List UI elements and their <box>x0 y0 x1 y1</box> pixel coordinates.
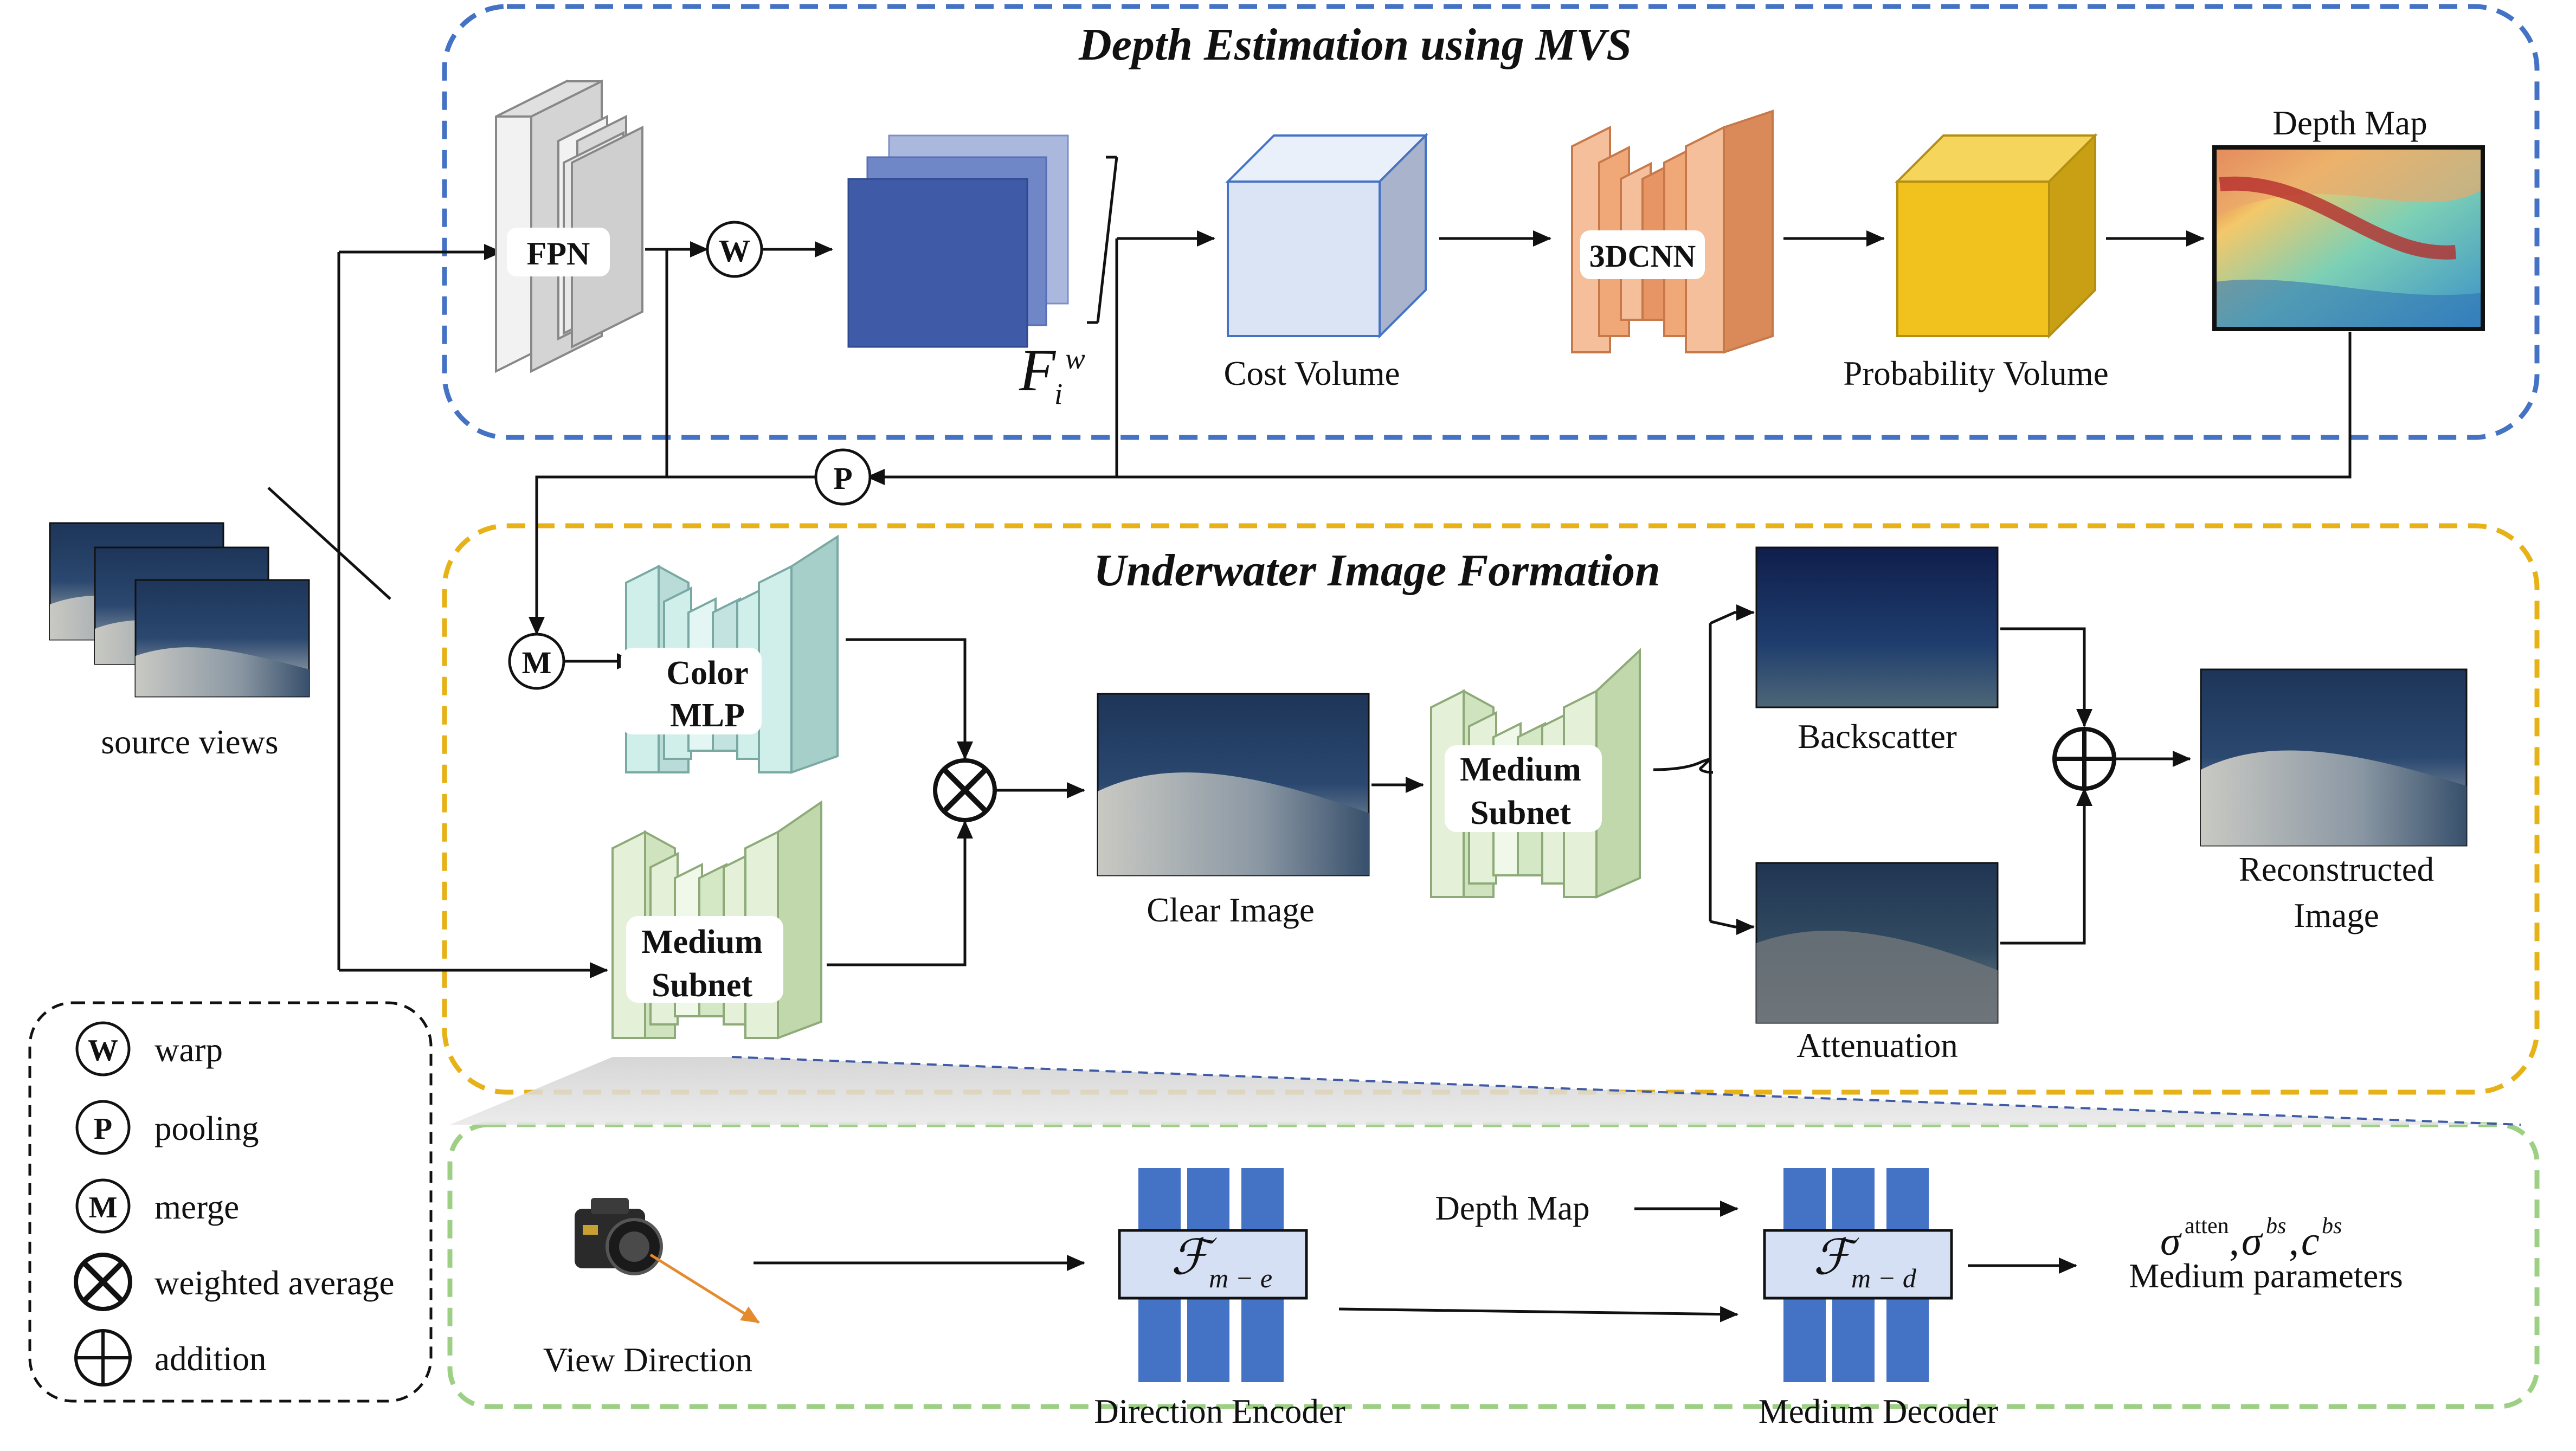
direction-encoder-block: ℱ m − e <box>1118 1168 1308 1382</box>
reconstructed-image <box>2200 668 2468 847</box>
param-bs-sup-2: bs <box>2322 1214 2342 1239</box>
legend-warp-text: warp <box>154 1031 223 1069</box>
medium-parameters-formula: σ atten , σ bs , c bs <box>2160 1214 2342 1264</box>
clear-image-label: Clear Image <box>1147 891 1315 929</box>
legend-weighted-average-text: weighted average <box>154 1264 395 1302</box>
weighted-average-operator <box>933 758 997 822</box>
zoom-funnel <box>450 1057 2521 1125</box>
cost-volume-cube <box>1225 133 1428 339</box>
depth-map-image <box>2212 145 2485 331</box>
encoder-subscript: m − e <box>1209 1263 1272 1293</box>
merge-symbol: M <box>522 645 552 680</box>
fpn-label: FPN <box>527 236 590 272</box>
attenuation-image <box>1755 862 1999 1024</box>
legend-item-merge: M merge <box>75 1178 239 1234</box>
legend-pooling-text: pooling <box>154 1110 259 1147</box>
addition-operator <box>2052 727 2116 791</box>
reconstructed-label-line2: Image <box>2294 897 2379 934</box>
fpn-block: FPN <box>495 79 643 373</box>
legend-merge-symbol: M <box>89 1191 118 1224</box>
legend-pooling-symbol: P <box>94 1112 112 1146</box>
feature-symbol: F <box>1019 337 1057 403</box>
source-views <box>49 522 310 698</box>
warped-features <box>847 134 1069 348</box>
medium-subnet-left-line2: Subnet <box>652 967 752 1004</box>
probability-volume-label: Probability Volume <box>1843 354 2108 392</box>
legend-item-pooling: P pooling <box>75 1100 259 1155</box>
legend-item-weighted-average: weighted average <box>74 1253 395 1311</box>
param-c: c <box>2301 1218 2320 1264</box>
cnn3d-label: 3DCNN <box>1589 238 1696 274</box>
view-direction-label: View Direction <box>543 1341 752 1379</box>
depth-map-label: Depth Map <box>2272 104 2427 142</box>
warp-symbol: W <box>719 233 750 268</box>
legend-warp-symbol: W <box>88 1034 118 1067</box>
feature-superscript: w <box>1065 342 1085 375</box>
color-mlp-label-line1: Color <box>666 655 749 692</box>
source-views-label: source views <box>101 723 278 761</box>
medium-subnet-right-line2: Subnet <box>1470 795 1571 831</box>
probability-volume-cube <box>1895 133 2098 339</box>
depth-map-input-label: Depth Map <box>1435 1189 1589 1227</box>
legend-box <box>28 1001 433 1403</box>
medium-parameters-label: Medium parameters <box>2129 1257 2403 1295</box>
param-atten-sup: atten <box>2185 1214 2229 1239</box>
legend: W warp P pooling M merge weighted averag… <box>74 1021 395 1386</box>
medium-subnet-left-line1: Medium <box>641 924 763 960</box>
medium-decoder-block: ℱ m − d <box>1763 1168 1953 1382</box>
backscatter-image <box>1755 546 1999 708</box>
camera-icon <box>575 1198 663 1275</box>
cost-volume-label: Cost Volume <box>1224 354 1400 392</box>
param-comma-1: , <box>2229 1218 2239 1264</box>
color-mlp-block: Color MLP <box>621 534 839 774</box>
pooling-symbol: P <box>833 461 852 496</box>
direction-encoder-label: Direction Encoder <box>1094 1392 1345 1430</box>
param-sigma-2: σ <box>2242 1218 2263 1264</box>
medium-decoder-label: Medium Decoder <box>1759 1392 1999 1430</box>
legend-addition-text: addition <box>154 1340 266 1378</box>
medium-subnet-block-left: Medium Subnet <box>611 800 822 1040</box>
decoder-subscript: m − d <box>1851 1263 1917 1293</box>
reconstructed-label-line1: Reconstructed <box>2239 850 2434 888</box>
clear-image <box>1097 693 1370 876</box>
depth-estimation-section <box>442 4 2540 440</box>
medium-subnet-block-right: Medium Subnet <box>1430 648 1641 899</box>
param-bs-sup-1: bs <box>2266 1214 2286 1239</box>
legend-item-addition: addition <box>74 1329 266 1386</box>
backscatter-label: Backscatter <box>1798 718 1957 756</box>
param-sigma-1: σ <box>2160 1218 2182 1264</box>
color-mlp-label-line2: MLP <box>670 697 745 734</box>
legend-merge-text: merge <box>154 1188 239 1226</box>
cnn3d-block: 3DCNN <box>1571 109 1774 354</box>
depth-section-title: Depth Estimation using MVS <box>1078 20 1632 70</box>
medium-subnet-right-line1: Medium <box>1460 751 1581 788</box>
param-comma-2: , <box>2289 1218 2299 1264</box>
formation-section-title: Underwater Image Formation <box>1093 545 1660 596</box>
attenuation-label: Attenuation <box>1796 1027 1957 1065</box>
legend-item-warp: W warp <box>75 1021 223 1076</box>
feature-subscript: i <box>1054 377 1062 410</box>
